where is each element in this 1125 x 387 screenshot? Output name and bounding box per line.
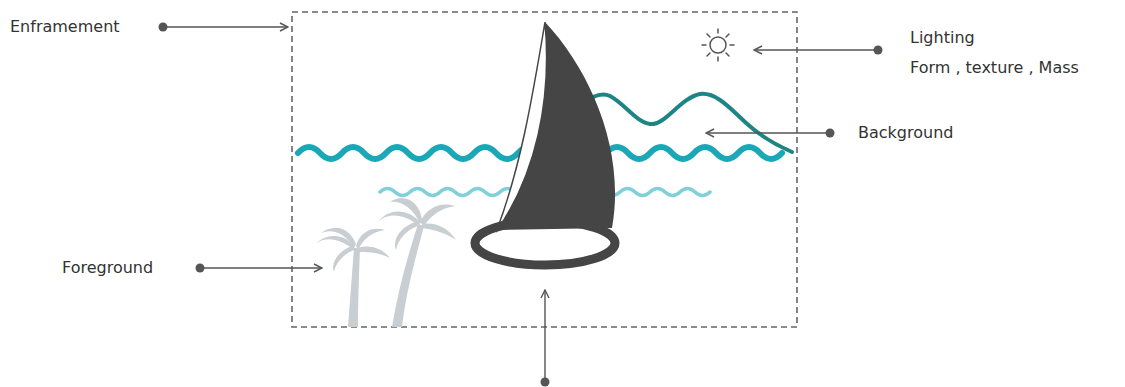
palm-trees bbox=[315, 198, 456, 327]
leader-lines bbox=[159, 23, 883, 387]
mountain-line bbox=[582, 94, 792, 152]
sun-icon bbox=[702, 29, 734, 61]
sailboat bbox=[475, 22, 615, 265]
callout-label: Form , texture , Mass bbox=[910, 58, 1079, 78]
callout-label: Enframement bbox=[10, 17, 120, 37]
frame-border bbox=[292, 12, 797, 327]
callout-label: Lighting bbox=[910, 28, 975, 48]
callout-label: Background bbox=[858, 123, 953, 143]
callout-label: Foreground bbox=[62, 258, 153, 278]
